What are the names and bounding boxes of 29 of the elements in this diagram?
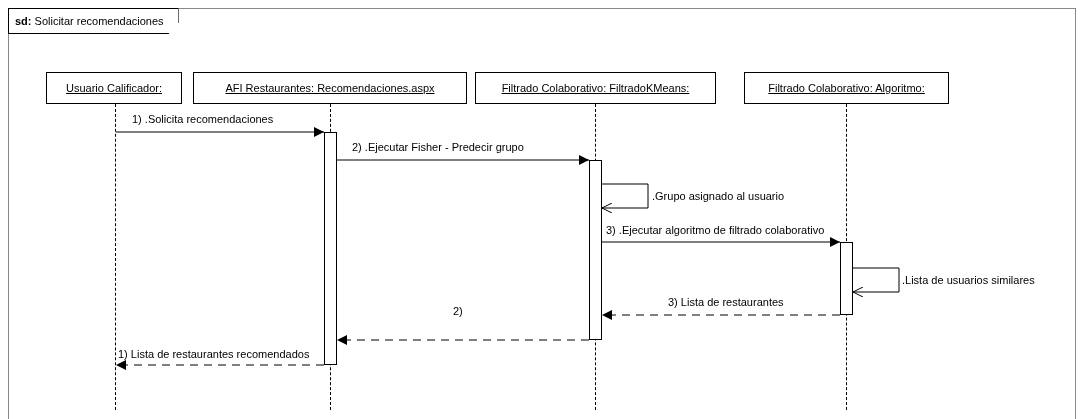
message-label: 1) Lista de restaurantes recomendados <box>118 348 310 361</box>
frame-title: sd: Solicitar recomendaciones <box>8 8 179 34</box>
message-arrow <box>336 155 590 165</box>
activation-bar <box>840 242 853 315</box>
activation-bar <box>324 132 337 365</box>
participant-box <box>46 72 182 104</box>
participant-box <box>744 72 949 104</box>
participant-name: Filtrado Colaborativo: FiltradoKMeans: <box>501 82 690 94</box>
message-label: 3) Lista de restaurantes <box>668 296 784 309</box>
lifeline <box>115 104 116 410</box>
return-message-arrow <box>601 310 841 320</box>
self-message-arrow <box>601 183 649 214</box>
message-arrow <box>601 237 841 247</box>
message-label: .Lista de usuarios similares <box>902 274 1035 287</box>
message-label: 3) .Ejecutar algoritmo de filtrado colaborativo <box>606 224 825 237</box>
message-arrow <box>115 127 325 137</box>
message-label: 2) <box>453 305 463 318</box>
participant-name: AFI Restaurantes: Recomendaciones.aspx <box>225 82 435 94</box>
self-message-arrow <box>852 267 900 298</box>
return-message-arrow <box>115 360 325 370</box>
participant-name: Filtrado Colaborativo: Algoritmo: <box>768 82 925 94</box>
participant-box <box>193 72 467 104</box>
message-label: 1) .Solicita recomendaciones <box>132 113 274 126</box>
participant-name: Usuario Calificador: <box>66 82 162 94</box>
participant-box <box>475 72 716 104</box>
message-label: 2) .Ejecutar Fisher - Predecir grupo <box>352 141 524 154</box>
return-message-arrow <box>336 335 590 345</box>
message-label: .Grupo asignado al usuario <box>652 190 785 203</box>
activation-bar <box>589 160 602 340</box>
